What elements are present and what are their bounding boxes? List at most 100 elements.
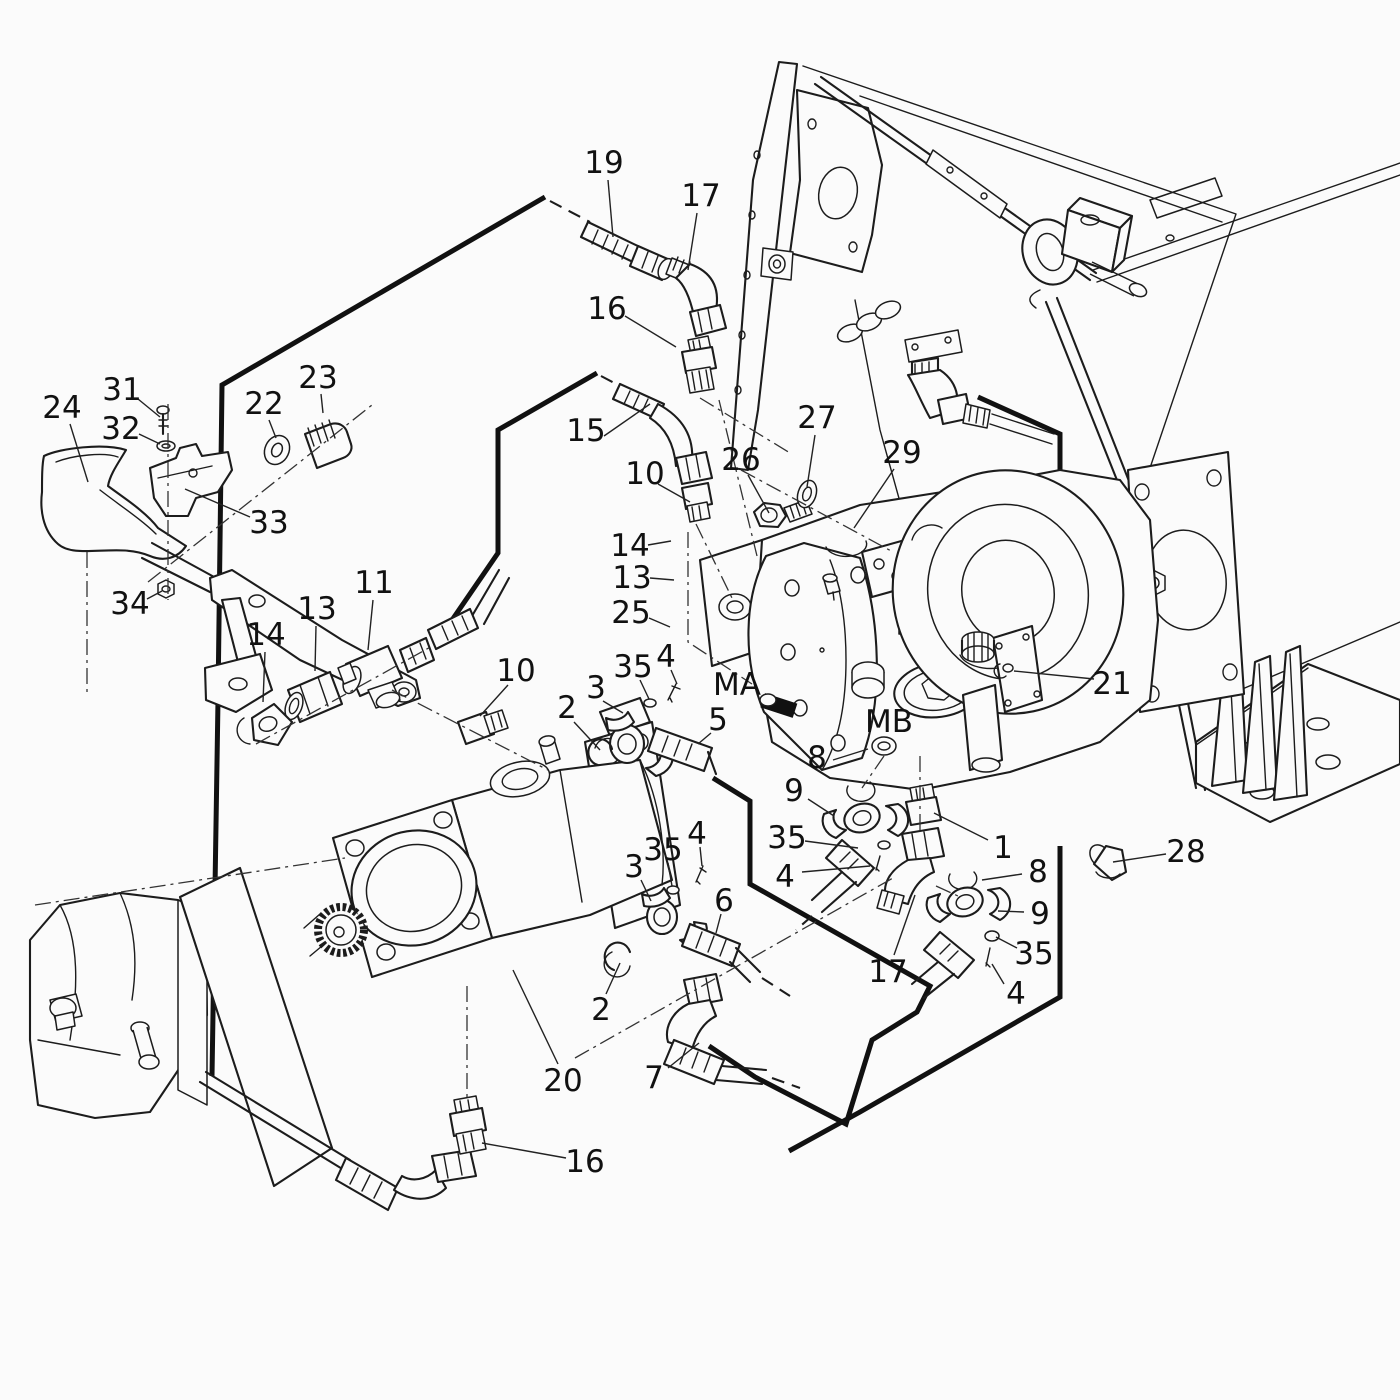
callout-leader-25 (648, 617, 671, 628)
callout-leader-29 (853, 468, 895, 529)
callout-leader-35 (639, 679, 650, 700)
callout-label-27-6: 27 (797, 400, 836, 436)
chain-mb-left (795, 781, 910, 931)
callout-leader-17 (687, 212, 698, 271)
callout-leader-4 (801, 865, 871, 873)
callout-leader-32 (138, 433, 161, 445)
callout-label-7-44: 7 (644, 1060, 664, 1096)
kit-boundary-inner-left (434, 370, 599, 644)
callout-label-26-5: 26 (721, 442, 760, 478)
callout-label-1-31: 1 (993, 830, 1013, 866)
callout-label-21-37: 21 (1092, 666, 1131, 702)
pump-20 (303, 696, 682, 979)
callout-leader-9 (997, 910, 1025, 913)
mast-bracket (760, 88, 884, 281)
callout-leader-16 (624, 315, 677, 348)
callout-leader-9 (807, 798, 835, 817)
elbow-17-lower (876, 826, 946, 915)
callout-label-13-9: 13 (612, 560, 651, 596)
fitting-16-lower (448, 1095, 488, 1155)
callout-leader-10 (657, 483, 691, 503)
callout-leader-2 (573, 721, 601, 751)
callout-leader-28 (1112, 853, 1167, 863)
clamp-cluster-6 (603, 865, 791, 997)
screw-31 (156, 405, 170, 436)
callout-label-4-41: 4 (687, 816, 707, 852)
callout-leader-26 (747, 474, 770, 514)
callout-leader-14 (647, 540, 672, 546)
fitting-1 (904, 783, 943, 827)
callout-label-28-38: 28 (1166, 834, 1205, 870)
callout-leader-24 (69, 423, 89, 483)
callout-label-13-19: 13 (297, 591, 336, 627)
port-mb (871, 736, 897, 756)
callout-leader-19 (607, 179, 614, 238)
callout-leader-4 (991, 963, 1005, 985)
callout-leader-8 (832, 748, 869, 761)
callout-label-14-8: 14 (610, 528, 649, 564)
rail-end-lug (1021, 196, 1175, 309)
callout-label-8-27: 8 (807, 740, 827, 776)
washer-27 (796, 479, 818, 509)
callout-leader-7 (667, 1042, 700, 1069)
callout-leader-16 (481, 1142, 567, 1159)
callout-leader-11 (367, 599, 374, 651)
hose-7 (662, 972, 801, 1089)
callout-leader-15 (603, 403, 651, 437)
callout-label-3-23: 3 (586, 670, 606, 706)
callout-label-19-0: 19 (584, 145, 623, 181)
callout-leader-35 (804, 840, 859, 849)
clamp-cluster-5 (594, 683, 718, 778)
callout-label-9-33: 9 (1030, 896, 1050, 932)
callout-label-3-39: 3 (624, 849, 644, 885)
upper-rail (813, 75, 1400, 283)
callout-label-15-3: 15 (566, 413, 605, 449)
callout-label-4-25: 4 (656, 639, 676, 675)
fitting-16 (680, 335, 718, 394)
callout-label-2-43: 2 (591, 992, 611, 1028)
elbow-17 (665, 256, 728, 338)
callout-leader-8 (981, 873, 1023, 881)
callout-leader-20 (512, 969, 559, 1065)
callout-leader-23 (320, 393, 324, 414)
callout-label-16-2: 16 (587, 291, 626, 327)
port-label-MB: MB (865, 704, 913, 740)
callout-leader-34 (146, 590, 163, 600)
fitting-10-lower (456, 709, 509, 746)
callout-leader-35 (995, 936, 1018, 949)
kit-boundary-inner-bottom (707, 775, 934, 1128)
callout-label-35-40: 35 (643, 832, 682, 868)
foot-pedal (40, 445, 188, 560)
callout-label-29-7: 29 (882, 435, 921, 471)
callout-label-11-18: 11 (354, 565, 393, 601)
callout-leader-17 (893, 894, 916, 956)
callout-leader-2 (605, 962, 621, 995)
callout-label-10-4: 10 (625, 456, 664, 492)
callout-label-24-11: 24 (42, 390, 81, 426)
callout-label-4-30: 4 (775, 859, 795, 895)
washer-32 (156, 440, 176, 452)
port-ma (759, 693, 777, 707)
callout-label-35-34: 35 (1014, 936, 1053, 972)
callout-label-14-20: 14 (246, 617, 285, 653)
bracket-33 (148, 442, 234, 518)
callout-label-9-28: 9 (784, 773, 804, 809)
callout-label-20-45: 20 (543, 1063, 582, 1099)
bolt-23-washer-22 (263, 419, 353, 470)
callout-leader-3 (602, 700, 624, 714)
center-lines (34, 397, 959, 1098)
port-label-MA: MA (713, 667, 761, 703)
fitting-10-upper (680, 481, 714, 523)
callout-label-8-32: 8 (1028, 854, 1048, 890)
callout-leader-33 (184, 488, 251, 518)
callout-leader-35 (667, 862, 673, 887)
plug-28 (1089, 844, 1128, 882)
callout-leader-1 (933, 812, 989, 841)
callout-label-35-29: 35 (767, 820, 806, 856)
chain-mb-right (910, 871, 1012, 1000)
callout-leader-6 (715, 913, 722, 934)
hose-19 (549, 200, 675, 282)
callout-leader-14 (262, 651, 266, 703)
callout-label-17-1: 17 (681, 178, 720, 214)
